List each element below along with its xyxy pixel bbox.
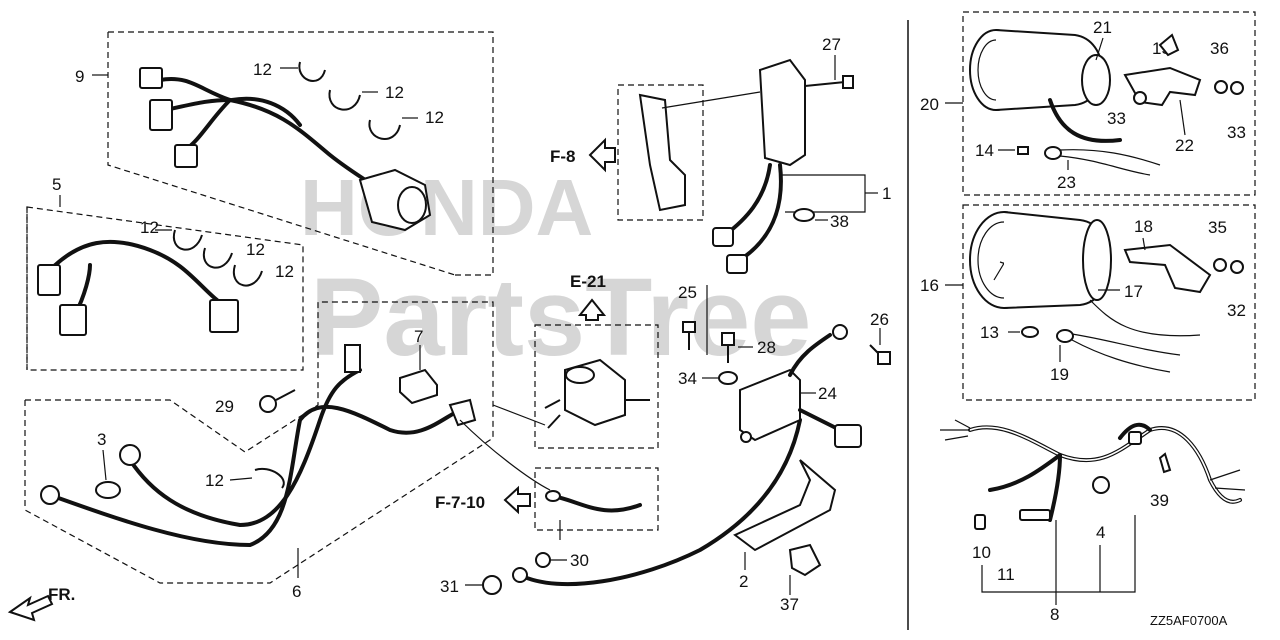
bolt-28: 28 xyxy=(721,332,776,363)
callout-32: 32 xyxy=(1227,301,1246,320)
callout-18: 18 xyxy=(1134,217,1153,236)
callout-7: 7 xyxy=(414,327,423,346)
callout-2: 2 xyxy=(739,572,748,591)
callout-12: 12 xyxy=(385,83,404,102)
meter-16-group: 16 18 17 35 32 13 19 xyxy=(920,204,1256,401)
callout-5: 5 xyxy=(52,175,61,194)
ref-f710: F-7-10 xyxy=(435,493,485,512)
nut-30: 30 xyxy=(535,520,589,570)
callout-13: 13 xyxy=(980,323,999,342)
callout-10: 10 xyxy=(972,543,991,562)
callout-12: 12 xyxy=(275,262,294,281)
callout-12: 12 xyxy=(246,240,265,259)
solenoid-e21-group: E-21 xyxy=(492,272,659,449)
callout-22: 22 xyxy=(1175,136,1194,155)
module-24: 24 xyxy=(739,324,862,448)
callout-16: 16 xyxy=(920,276,939,295)
callout-20: 20 xyxy=(920,95,939,114)
callout-12: 12 xyxy=(140,218,159,237)
harness-5-group: 5 12 12 12 xyxy=(26,175,304,371)
callout-33: 33 xyxy=(1227,123,1246,142)
callout-33: 33 xyxy=(1107,109,1126,128)
callout-24: 24 xyxy=(818,384,837,403)
callout-8: 8 xyxy=(1050,605,1059,624)
callout-38: 38 xyxy=(830,212,849,231)
callout-14: 14 xyxy=(975,141,994,160)
clip-37: 37 xyxy=(780,543,822,614)
part-7-connector: 7 xyxy=(399,327,438,405)
harness-9-group: 9 12 12 12 xyxy=(75,31,494,276)
meter-20-group: 20 21 15 36 33 33 22 14 23 xyxy=(920,11,1256,196)
callout-3: 3 xyxy=(97,430,106,449)
callout-23: 23 xyxy=(1057,173,1076,192)
callout-25: 25 xyxy=(678,283,697,302)
callout-11: 11 xyxy=(997,565,1015,584)
callout-29: 29 xyxy=(215,397,234,416)
bolt-29: 29 xyxy=(215,389,296,416)
harness-8-group: 10 11 4 39 8 xyxy=(940,419,1246,624)
nut-31: 31 xyxy=(440,575,502,596)
callout-39: 39 xyxy=(1150,491,1169,510)
callout-4: 4 xyxy=(1096,523,1105,542)
callout-26: 26 xyxy=(870,310,889,329)
washer-34: 34 xyxy=(678,369,738,388)
diagram-code: ZZ5AF0700A xyxy=(1150,613,1228,628)
callout-21: 21 xyxy=(1093,18,1112,37)
callout-34: 34 xyxy=(678,369,697,388)
cable-terminal xyxy=(512,567,528,583)
ref-f8: F-8 xyxy=(550,147,576,166)
clip-38: 38 xyxy=(793,208,849,231)
callout-19: 19 xyxy=(1050,365,1069,384)
callout-37: 37 xyxy=(780,595,799,614)
bolt-25: 25 xyxy=(678,283,708,355)
ref-f710-group: F-7-10 xyxy=(435,419,659,531)
callout-35: 35 xyxy=(1208,218,1227,237)
callout-1: 1 xyxy=(882,184,891,203)
cable-main xyxy=(518,418,802,587)
watermark-honda: HONDA xyxy=(300,163,593,252)
callout-17: 17 xyxy=(1124,282,1143,301)
callout-12: 12 xyxy=(253,60,272,79)
bolt-27: 27 xyxy=(804,35,854,89)
bracket-2: 2 xyxy=(733,459,837,591)
ref-e21: E-21 xyxy=(570,272,606,291)
bolt-26: 26 xyxy=(869,310,891,365)
callout-9: 9 xyxy=(75,67,84,86)
callout-12: 12 xyxy=(425,108,444,127)
watermark-partstree: PartsTree xyxy=(310,256,811,379)
callout-12: 12 xyxy=(205,471,224,490)
callout-27: 27 xyxy=(822,35,841,54)
front-marker: FR. xyxy=(7,585,75,622)
module-1: 1 xyxy=(712,58,891,274)
callout-31: 31 xyxy=(440,577,459,596)
ref-f8-group: F-8 xyxy=(550,84,761,221)
callout-6: 6 xyxy=(292,582,301,601)
front-label: FR. xyxy=(48,585,75,604)
callout-30: 30 xyxy=(570,551,589,570)
callout-28: 28 xyxy=(757,338,776,357)
cable-6-group: 3 12 6 xyxy=(24,301,494,601)
callout-36: 36 xyxy=(1210,39,1229,58)
